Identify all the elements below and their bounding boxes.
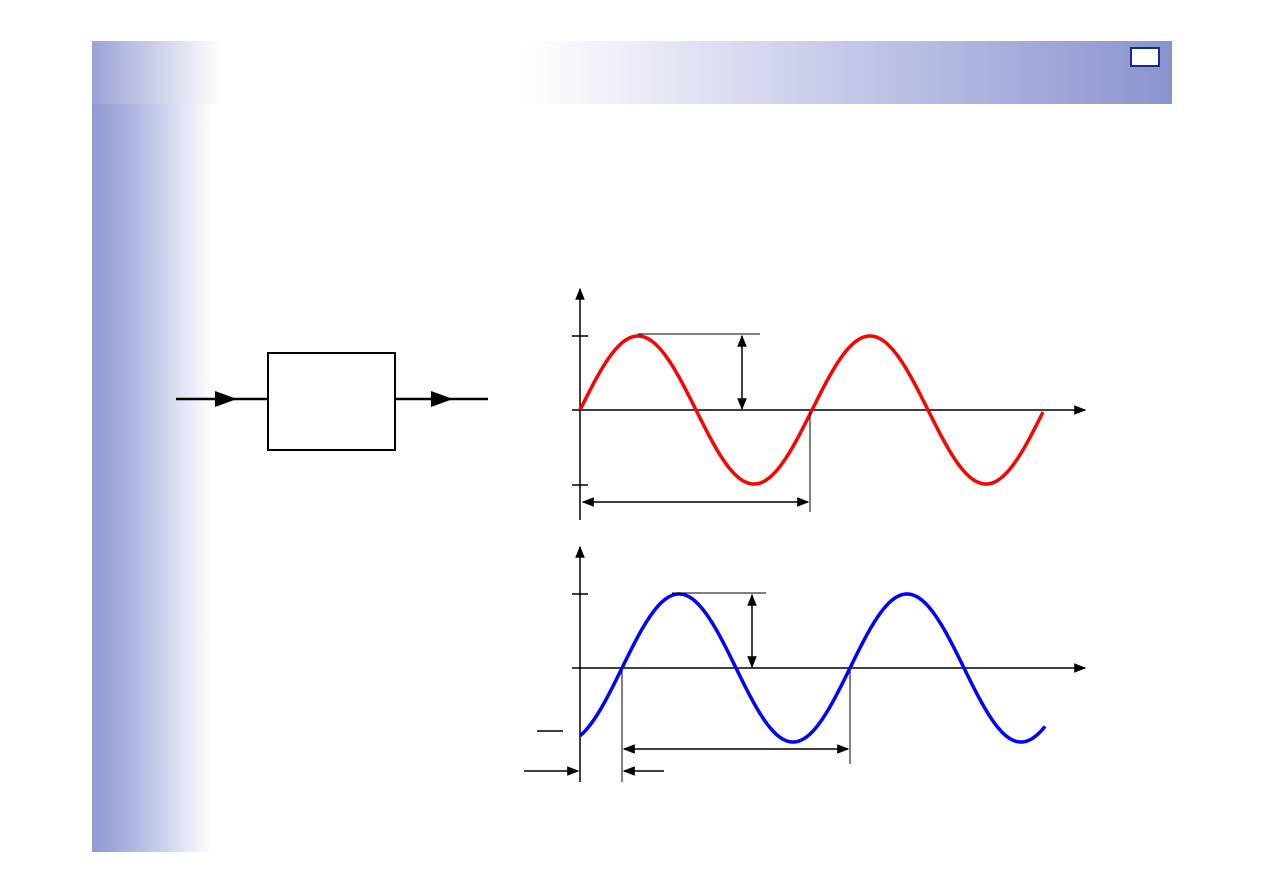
output-sine-wave <box>578 592 1047 744</box>
left-gradient-band <box>92 41 212 852</box>
block-diagram <box>176 352 488 451</box>
system-block <box>267 352 396 451</box>
output-plot <box>524 545 1087 782</box>
input-plot <box>572 287 1087 520</box>
title-bar-band <box>92 41 1172 104</box>
input-arrow-head <box>215 391 237 407</box>
input-sine-wave <box>578 334 1045 486</box>
output-arrow-head <box>431 391 453 407</box>
slide-number-box <box>1130 47 1160 67</box>
